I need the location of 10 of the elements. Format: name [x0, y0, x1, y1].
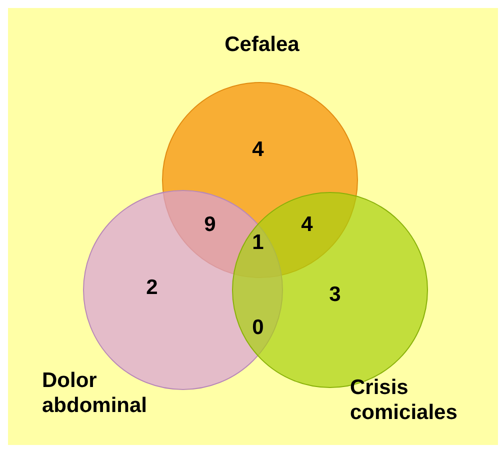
set-title: Dolor abdominal — [42, 368, 148, 418]
set-title: Crisis comiciales — [350, 375, 458, 425]
region-count: 4 — [301, 213, 313, 237]
set-title: Cefalea — [224, 32, 300, 57]
region-count: 0 — [252, 316, 264, 340]
region-count: 9 — [204, 213, 216, 237]
region-count: 2 — [146, 276, 158, 300]
region-count: 3 — [329, 283, 341, 307]
region-count: 1 — [252, 231, 264, 255]
region-count: 4 — [252, 138, 264, 162]
